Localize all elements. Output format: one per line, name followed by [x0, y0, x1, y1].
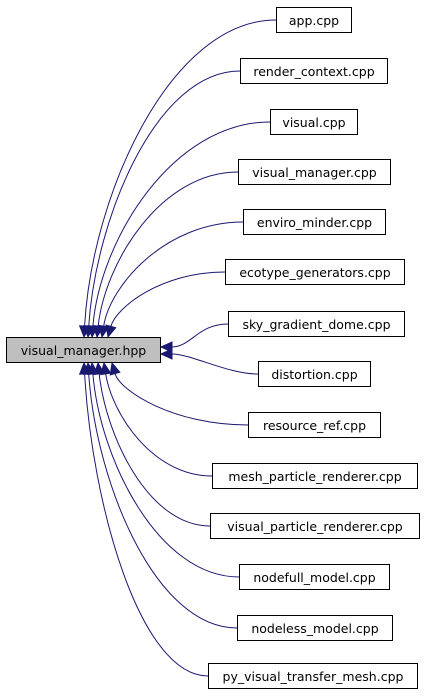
edge-line — [97, 171, 239, 327]
node-visual-particle-renderer-cpp[interactable]: visual_particle_renderer.cpp — [210, 513, 420, 539]
edge-line — [105, 373, 213, 477]
edge-arrowhead — [109, 361, 121, 376]
node-mesh-particle-renderer-cpp[interactable]: mesh_particle_renderer.cpp — [212, 463, 418, 489]
edge-line — [110, 271, 226, 327]
node-visual-manager-cpp[interactable]: visual_manager.cpp — [238, 159, 391, 185]
node-render-context-cpp[interactable]: render_context.cpp — [240, 58, 388, 84]
node-nodefull-model-cpp[interactable]: nodefull_model.cpp — [239, 564, 390, 590]
edge-line — [103, 221, 244, 327]
node-resource-ref-cpp[interactable]: resource_ref.cpp — [248, 412, 381, 438]
edge-line — [84, 19, 277, 327]
edge-line — [88, 373, 238, 629]
root-node-visual-manager-hpp: visual_manager.hpp — [6, 337, 161, 363]
node-py-visual-transfer-mesh-cpp[interactable]: py_visual_transfer_mesh.cpp — [208, 663, 418, 689]
edge-line — [114, 373, 249, 426]
edge-arrowhead — [159, 341, 173, 353]
edge-line — [92, 373, 240, 578]
node-app-cpp[interactable]: app.cpp — [276, 7, 352, 33]
node-ecotype-generators-cpp[interactable]: ecotype_generators.cpp — [225, 259, 405, 285]
edge-arrowhead — [78, 361, 91, 375]
node-sky-gradient-dome-cpp[interactable]: sky_gradient_dome.cpp — [228, 311, 405, 337]
edge-line — [98, 373, 211, 527]
edge-line — [171, 323, 229, 348]
edge-line — [92, 121, 271, 327]
edge-arrowhead — [105, 324, 117, 339]
node-nodeless-model-cpp[interactable]: nodeless_model.cpp — [237, 615, 393, 641]
node-visual-cpp[interactable]: visual.cpp — [270, 109, 358, 135]
edge-line — [84, 373, 209, 677]
edge-line — [88, 70, 241, 327]
edge-arrowhead — [159, 348, 173, 360]
node-enviro-minder-cpp[interactable]: enviro_minder.cpp — [243, 209, 386, 235]
edge-line — [171, 353, 259, 375]
node-distortion-cpp[interactable]: distortion.cpp — [258, 361, 371, 387]
